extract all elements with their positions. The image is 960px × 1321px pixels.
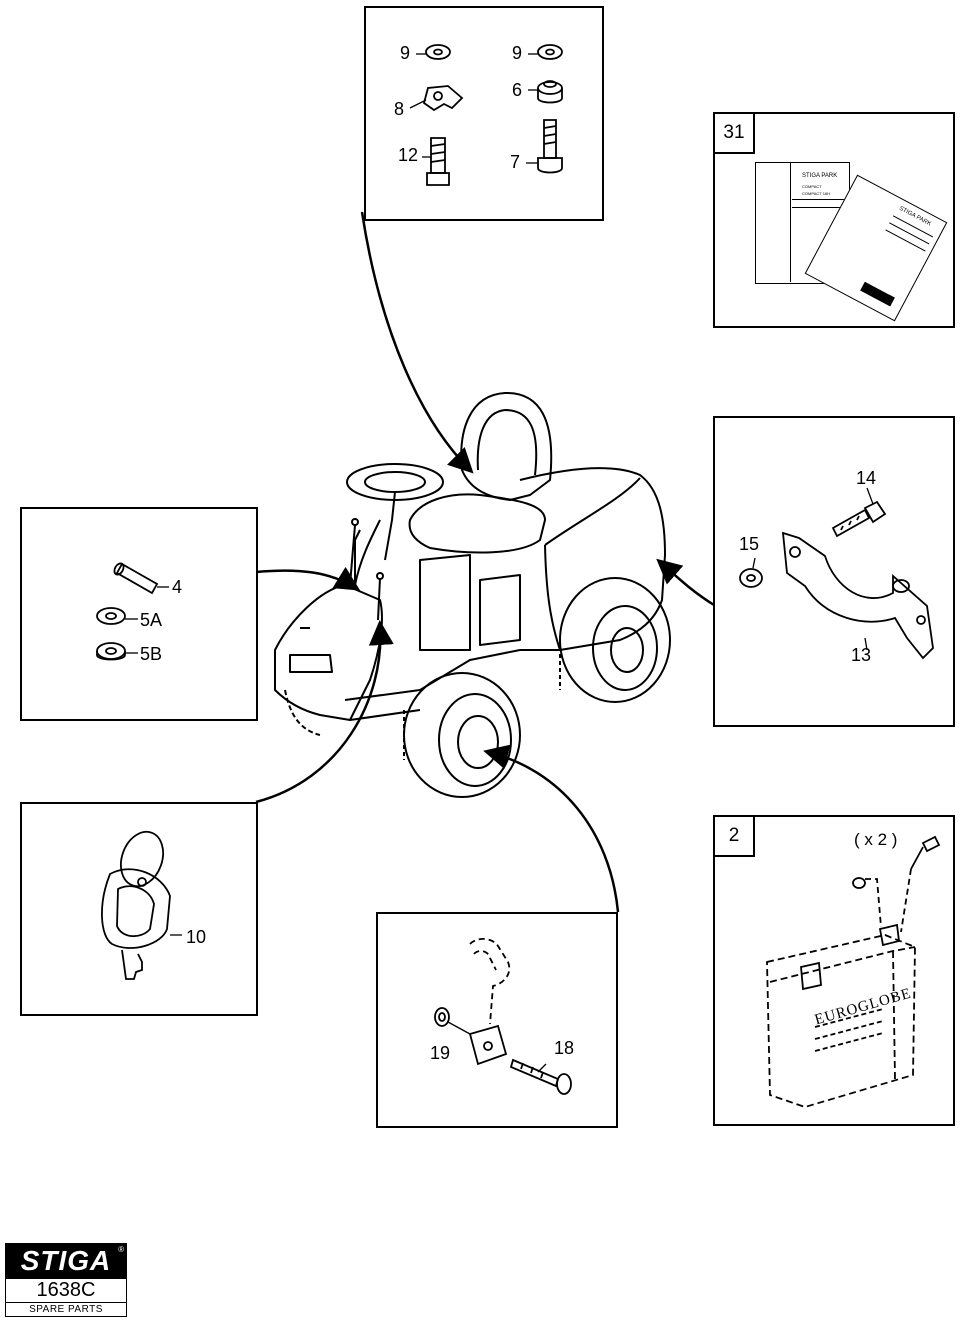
battery-drawing xyxy=(766,835,941,1108)
arrow-top-to-seat xyxy=(360,211,474,474)
pins-drawing xyxy=(96,562,169,661)
part-label-19: 19 xyxy=(430,1043,451,1063)
manual-back-brand: STIGA PARK xyxy=(802,173,838,179)
part-label-14: 14 xyxy=(856,468,877,488)
model-code: 1638C xyxy=(5,1279,127,1303)
part-label-7: 7 xyxy=(510,152,521,172)
tractor-drawing xyxy=(274,391,671,798)
fasteners-panel: 9 8 12 9 6 7 xyxy=(364,6,604,221)
arrow-bracket-to-rear xyxy=(656,558,715,607)
key-panel: 10 xyxy=(20,802,258,1016)
manual-front-brand: STIGA PARK xyxy=(897,205,932,228)
manual-front-logo xyxy=(860,281,895,307)
spare-parts-caption: SPARE PARTS xyxy=(5,1303,127,1317)
part-label-18: 18 xyxy=(554,1038,575,1058)
part-label-13: 13 xyxy=(851,645,872,665)
panel-number-2: 2 xyxy=(715,817,755,857)
manual-back-spine xyxy=(756,163,791,282)
stiga-logo: STIGA ® xyxy=(5,1243,127,1279)
bracket-panel: 14 15 13 xyxy=(713,416,955,727)
manuals-panel: 31 STIGA PARK COMPACT COMPACT 16H STIGA … xyxy=(713,112,955,328)
part-label-5a: 5A xyxy=(140,610,163,630)
panel-number-31: 31 xyxy=(715,114,755,154)
part-label-9-left: 9 xyxy=(400,43,411,63)
key-drawing xyxy=(101,830,182,980)
pedal-panel: 19 18 xyxy=(376,912,618,1128)
stiga-logo-block: STIGA ® 1638C SPARE PARTS xyxy=(5,1243,127,1317)
manual-back-line-2: COMPACT 16H xyxy=(802,191,831,196)
quantity-note: ( x 2 ) xyxy=(854,830,898,849)
part-label-8: 8 xyxy=(394,99,405,119)
part-label-12: 12 xyxy=(398,145,419,165)
fasteners-drawing xyxy=(409,44,563,186)
battery-panel: 2 ( x 2 ) EUROGLOBE xyxy=(713,815,955,1126)
part-label-9-right: 9 xyxy=(512,43,523,63)
part-label-10: 10 xyxy=(186,927,207,947)
registered-mark: ® xyxy=(118,1245,124,1254)
arrow-pins-to-lever xyxy=(255,566,361,591)
stiga-logo-text: STIGA xyxy=(20,1245,112,1276)
part-label-6: 6 xyxy=(512,80,523,100)
part-label-4: 4 xyxy=(172,577,183,597)
pins-panel: 4 5A 5B xyxy=(20,507,258,721)
arrow-key-to-ignition xyxy=(255,620,394,804)
arrow-pedal-to-wheel xyxy=(483,744,620,913)
pedal-drawing xyxy=(434,938,572,1095)
part-label-15: 15 xyxy=(739,534,760,554)
bracket-drawing xyxy=(739,487,934,660)
manual-back-line-1: COMPACT xyxy=(802,184,822,189)
part-label-5b: 5B xyxy=(140,644,163,664)
